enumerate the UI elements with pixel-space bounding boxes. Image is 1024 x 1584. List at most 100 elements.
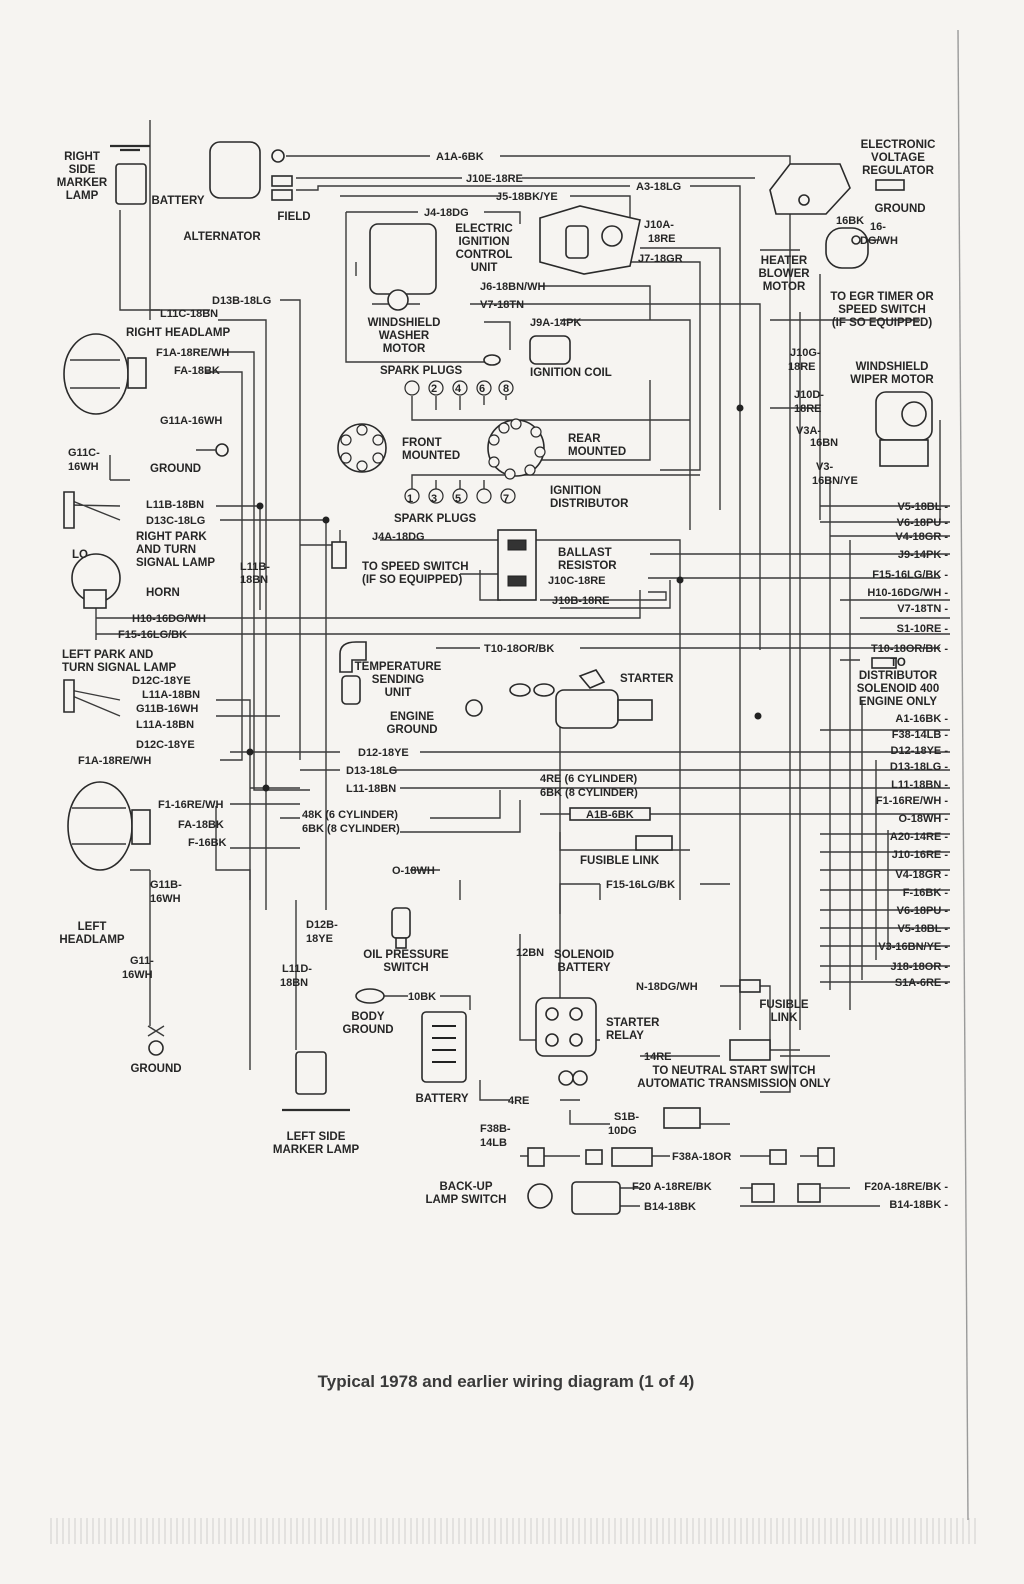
front-mounted-label: FRONT [402,437,442,449]
scan-artifact [50,1518,980,1544]
wire-label: S1B- [614,1111,639,1123]
wire-label: T10-18OR/BK [484,643,554,655]
engine-ground-label: ENGINE [390,711,434,723]
solenoid-connector-symbol [871,657,897,669]
wire-label: L11-18BN [346,783,396,795]
wire-label: 18RE [794,403,822,415]
wire-label: G11A-16WH [160,415,222,427]
wire-label: 16BN [810,437,838,449]
wire-label: F15-16LG/BK - [872,569,948,581]
wire-label: O-18WH - [899,813,949,825]
ignition-distributor-label: IGNITION [550,485,601,497]
backup-switch-symbol [527,1181,821,1215]
fusible-link-symbol-1 [569,807,673,851]
wire-label: G11B-16WH [136,703,198,715]
wire-label: F20 A-18RE/BK [632,1181,712,1193]
wire-label: V3-16BN/YE - [878,941,948,953]
ground-left-label: GROUND [150,463,201,475]
wire-label: L11-18BN - [891,779,948,791]
wire-label: 48K (6 CYLINDER) [302,809,398,821]
wire-label: 8 [503,383,509,395]
left-headlamp-label: HEADLAMP [59,934,124,946]
wire-label: F1A-18RE/WH [156,347,229,359]
distributor-solenoid-label: SOLENOID 400 [857,683,939,695]
wire-label: D13B-18LG [212,295,271,307]
wire-label: H10-16DG/WH [132,613,206,625]
battery-top-label: BATTERY [151,195,204,207]
egr-timer-label: SPEED SWITCH [838,304,926,316]
starter-relay-label: RELAY [606,1030,644,1042]
wire-label: 18BN [280,977,308,989]
rear-mounted-label: MOUNTED [568,446,626,458]
wire-label: 4RE (6 CYLINDER) [540,773,638,785]
wire-label: L11B-18BN [146,499,204,511]
temperature-unit-symbol [339,641,483,717]
starter-symbol [509,669,653,729]
ground-regulator-label: GROUND [874,203,925,215]
oil-pressure-switch-label: SWITCH [383,962,428,974]
wire-label: L11C-18BN [160,308,218,320]
wire-label: 16WH [68,461,99,473]
wire-label: J10-16RE - [892,849,949,861]
ignition-control-unit-symbol [539,205,641,275]
left-side-marker-lamp-label: MARKER LAMP [273,1144,360,1156]
wire-label: 16BK [836,215,864,227]
right-park-turn-lamp-label: AND TURN [136,544,196,556]
wire-label: J4-18DG [424,207,469,219]
wire-label: D12-18YE [358,747,409,759]
left-headlamp-label: LEFT [78,921,107,933]
ground-symbol-bottom [147,1025,165,1056]
fusible-link-2-label: LINK [771,1012,799,1024]
washer-motor-symbol [355,223,437,311]
wire-label: F-16BK - [903,887,949,899]
ground-bottom-label: GROUND [130,1063,181,1075]
ballast-resistor-label: RESISTOR [558,560,617,572]
wire-label: T10-18OR/BK - [871,643,948,655]
wire-label: D12-18YE - [891,745,949,757]
rear-mounted-label: REAR [568,433,601,445]
backup-lamp-switch-label: BACK-UP [439,1181,492,1193]
wire-label: J10G- [790,347,821,359]
electric-ignition-control-unit-label: ELECTRIC [455,223,513,235]
wire-label: 16WH [122,969,153,981]
temperature-sending-unit-label: TEMPERATURE [355,661,442,673]
electric-ignition-control-unit-label: CONTROL [456,249,513,261]
wire-label: F1-16RE/WH - [876,795,948,807]
egr-timer-label: (IF SO EQUIPPED) [832,317,932,329]
wire-label: 16BN/YE [812,475,858,487]
windshield-washer-motor-label: MOTOR [383,343,426,355]
wire-label: S1A-6RE - [895,977,949,989]
blower-motor-symbol [825,227,869,269]
wire-label: J10A- [644,219,674,231]
right-park-turn-lamp-label: SIGNAL LAMP [136,557,215,569]
fusible-link-symbol-2 [729,979,771,1061]
alternator-symbol [209,141,293,201]
windshield-wiper-motor-label: WINDSHIELD [856,361,929,373]
horn-label: HORN [146,587,180,599]
neutral-start-label: AUTOMATIC TRANSMISSION ONLY [637,1078,831,1090]
electronic-voltage-regulator-label: ELECTRONIC [861,139,936,151]
horn-symbol [71,553,121,609]
electronic-voltage-regulator-label: REGULATOR [862,165,934,177]
battery-symbol [421,1011,467,1083]
wire-label: DG/WH [860,235,898,247]
right-park-lamp-symbol [63,491,75,529]
wire-harness [69,120,950,1207]
oil-pressure-switch-label: OIL PRESSURE [363,949,449,961]
wire-label: J10E-18RE [466,173,523,185]
wire-label: V3A- [796,425,821,437]
right-headlamp-label: RIGHT HEADLAMP [126,327,230,339]
wire-label: F38B- [480,1123,511,1135]
page-edge [957,29,969,1521]
wire-label: B14-18BK [644,1201,696,1213]
wire-label: L11D- [282,963,312,975]
wire-label: F1A-18RE/WH [78,755,151,767]
wire-label: F38-14LB - [892,729,949,741]
wire-label: 18RE [648,233,676,245]
ballast-resistor-label: BALLAST [558,547,612,559]
right-park-turn-lamp-label: RIGHT PARK [136,531,207,543]
wire-label: V5-18BL - [897,501,948,513]
wire-label: A3-18LG [636,181,681,193]
ignition-coil-symbol [483,335,571,366]
